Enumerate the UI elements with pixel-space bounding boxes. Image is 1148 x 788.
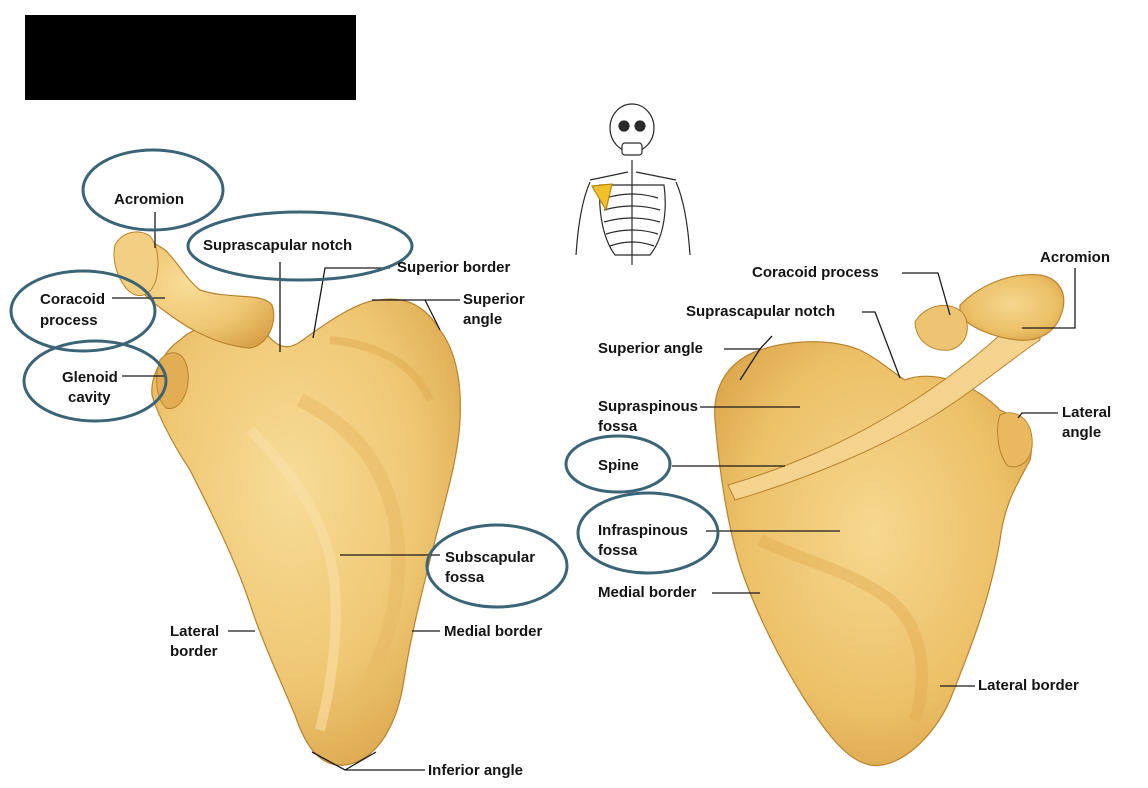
arm-right-icon — [675, 181, 691, 256]
label-supraspinous-posterior-1: Supraspinous — [598, 398, 699, 415]
circle-acromion-ant — [81, 148, 225, 232]
label-lateral-border-anterior-1: Lateral — [170, 623, 220, 640]
anterior-subscapular-ridge-2 — [246, 426, 341, 732]
label-superior-angle-anterior-1: Superior — [463, 291, 525, 308]
label-coracoid-anterior-1: Coracoid — [40, 291, 106, 308]
label-medial-border-anterior: Medial border — [444, 623, 543, 640]
label-acromion-anterior: Acromion — [114, 191, 185, 208]
label-suprascapular-notch-posterior: Suprascapular notch — [686, 303, 836, 320]
label-inferior-angle-anterior: Inferior angle — [428, 762, 524, 779]
leader-superior-angle-post — [724, 335, 773, 381]
label-subscapular-anterior-1: Subscapular — [445, 549, 536, 566]
circle-spine-post — [564, 434, 672, 494]
leader-superior-angle-ant — [372, 299, 460, 331]
label-lateral-angle-posterior-1: Lateral — [1062, 404, 1112, 421]
label-superior-angle-posterior: Superior angle — [598, 340, 704, 357]
label-spine-posterior: Spine — [598, 457, 639, 474]
label-infraspinous-posterior-1: Infraspinous — [598, 522, 689, 539]
label-infraspinous-posterior-2: fossa — [598, 542, 638, 559]
skull-eye-right-icon — [634, 120, 646, 132]
anterior-subscapular-ridge-3 — [329, 336, 434, 402]
label-coracoid-anterior-2: process — [40, 312, 98, 329]
posterior-coracoid-shape — [914, 304, 968, 351]
circle-coracoid-ant — [9, 269, 157, 353]
label-lateral-border-posterior: Lateral border — [978, 677, 1079, 694]
posterior-infraspinous-shading — [757, 534, 928, 722]
label-subscapular-anterior-2: fossa — [445, 569, 485, 586]
posterior-lateral-angle-shape — [997, 412, 1033, 468]
label-lateral-angle-posterior-2: angle — [1062, 424, 1102, 441]
label-supraspinous-posterior-2: fossa — [598, 418, 638, 435]
clavicle-left-icon — [589, 171, 629, 181]
label-acromion-posterior: Acromion — [1040, 249, 1111, 266]
scapula-highlight-icon — [591, 183, 613, 212]
posterior-scapula-body — [714, 341, 1032, 767]
skull-eye-left-icon — [618, 120, 630, 132]
posterior-scapula-illustration — [714, 273, 1065, 767]
anterior-subscapular-ridge — [296, 393, 406, 704]
redacted-title-box — [25, 15, 356, 100]
highlight-circles — [9, 148, 720, 609]
leader-lines — [112, 212, 1076, 771]
circle-glenoid-ant — [22, 339, 168, 423]
clavicle-right-icon — [635, 171, 677, 181]
arm-left-icon — [575, 181, 591, 256]
leader-lateral-angle-post — [1017, 412, 1058, 419]
circle-suprascapular-ant — [186, 210, 414, 282]
leader-acromion-post — [1022, 268, 1076, 329]
anterior-scapula-body — [151, 298, 461, 766]
label-medial-border-posterior: Medial border — [598, 584, 697, 601]
label-glenoid-anterior-1: Glenoid — [62, 369, 118, 386]
leader-inferior-angle-ant — [311, 751, 425, 771]
circle-infraspinous-post — [576, 491, 720, 575]
anterior-scapula-illustration — [113, 231, 461, 766]
posterior-acromion-shape — [959, 273, 1065, 341]
anterior-acromion-shape — [113, 231, 159, 296]
label-suprascapular-notch-anterior: Suprascapular notch — [203, 237, 353, 254]
leader-superior-border-ant — [312, 267, 390, 339]
label-lateral-border-anterior-2: border — [170, 643, 218, 660]
leader-suprascapular-post — [862, 311, 901, 379]
label-glenoid-anterior-2: cavity — [68, 389, 111, 406]
label-superior-border-anterior: Superior border — [397, 259, 511, 276]
circle-subscapular-ant — [425, 523, 569, 609]
leader-coracoid-post — [902, 272, 951, 316]
jaw-icon — [621, 142, 643, 156]
label-superior-angle-anterior-2: angle — [463, 311, 503, 328]
label-coracoid-process-posterior: Coracoid process — [752, 264, 879, 281]
anterior-glenoid-shape — [156, 352, 189, 410]
skeleton-thumbnail — [575, 103, 691, 265]
